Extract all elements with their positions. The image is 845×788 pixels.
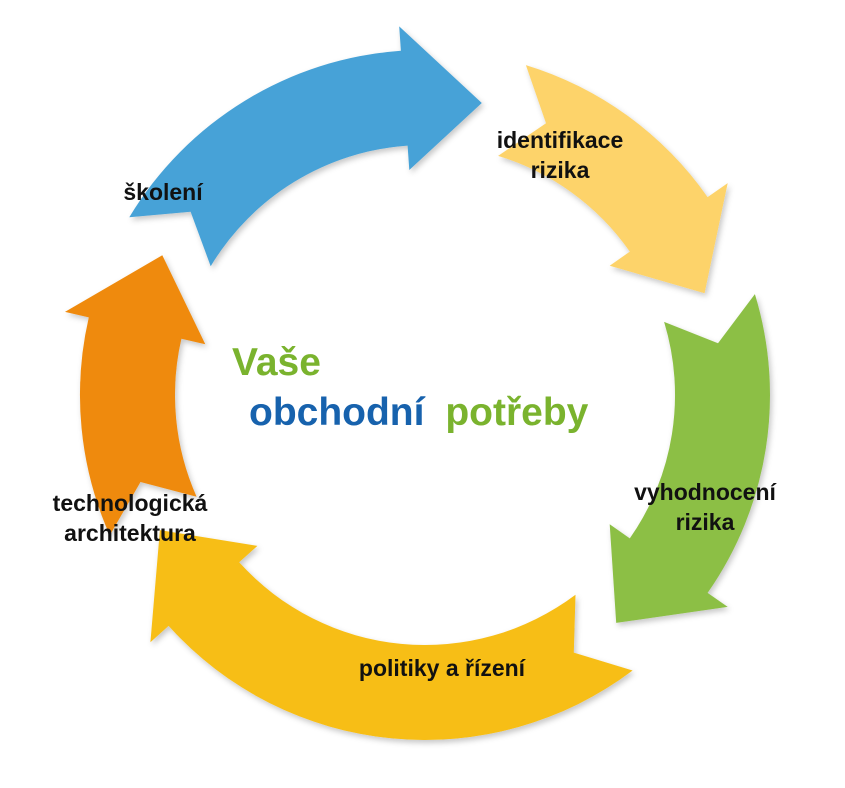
arrow-segment-vyhodnoceni xyxy=(609,294,770,623)
center-title: Vaše xyxy=(232,341,321,384)
segment-label-identifikace: identifikace rizika xyxy=(497,127,624,183)
arrow-segment-technologicka xyxy=(65,255,206,536)
center-subtitle: obchodní potřeby xyxy=(249,391,589,434)
center-title-obchodni: obchodní xyxy=(249,391,426,434)
segment-labels: identifikace rizika vyhodnocení rizika polit… xyxy=(53,127,778,681)
segment-label-line: školení xyxy=(123,179,204,205)
segment-label-line: politiky a řízení xyxy=(359,655,527,681)
arrow-segment-politiky xyxy=(150,530,633,740)
arrow-segment-skoleni xyxy=(129,26,482,267)
segment-label-line: technologická xyxy=(53,490,208,516)
arrow-segment-identifikace xyxy=(498,65,728,294)
center-title-potreby: potřeby xyxy=(445,391,588,434)
segment-label-line: vyhodnocení xyxy=(634,479,777,505)
segment-label-skoleni: školení xyxy=(123,179,204,205)
segment-label-line: architektura xyxy=(64,520,196,546)
segment-label-line: rizika xyxy=(676,509,735,535)
segment-label-line: rizika xyxy=(531,157,590,183)
segment-label-vyhodnoceni: vyhodnocení rizika xyxy=(634,479,777,535)
cycle-arrows xyxy=(65,26,770,740)
center-title-line1: Vaše xyxy=(232,341,321,384)
segment-label-politiky: politiky a řízení xyxy=(359,655,527,681)
segment-label-line: identifikace xyxy=(497,127,624,153)
segment-label-technologicka: technologická architektura xyxy=(53,490,208,546)
